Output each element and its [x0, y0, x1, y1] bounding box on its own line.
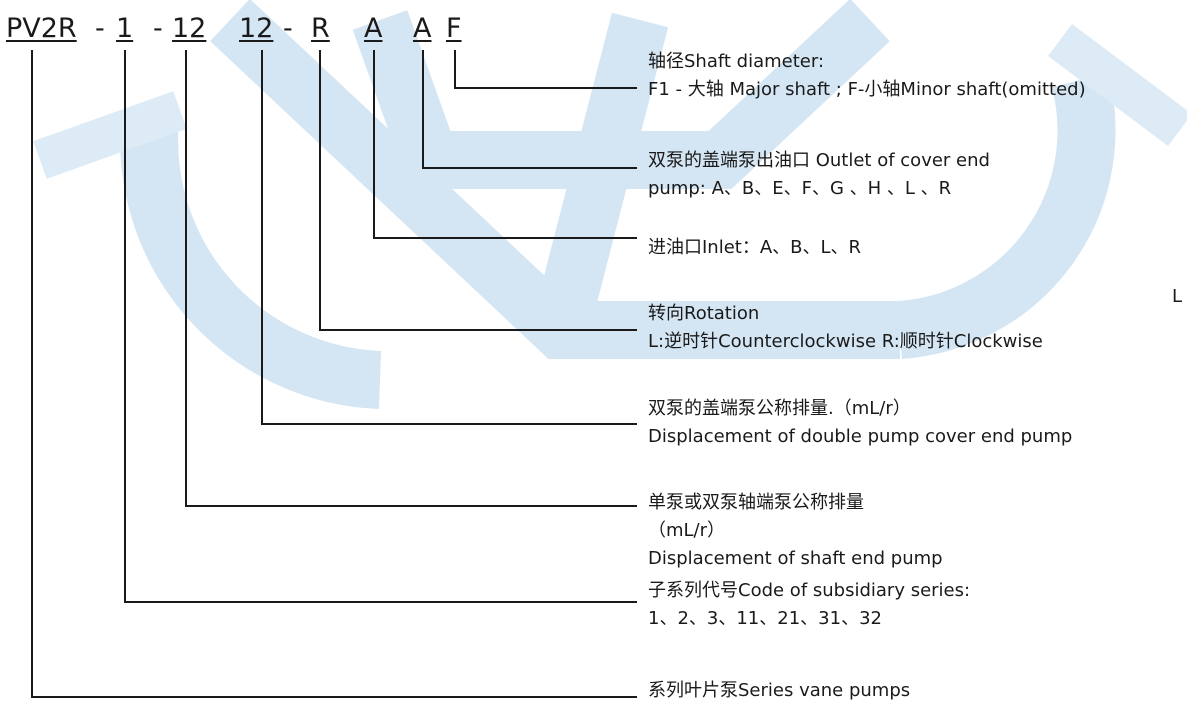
- leader-shaft-diameter: [454, 50, 637, 89]
- code-separator: -: [283, 13, 293, 44]
- desc-shaft-displacement: 单泵或双泵轴端泵公称排量 （mL/r） Displacement of shaf…: [648, 492, 943, 569]
- leader-outlet: [422, 50, 637, 169]
- desc-rotation: 转向Rotation L:逆时针Counterclockwise R:顺时针Cl…: [648, 303, 1043, 352]
- code-shaft-diameter: F: [446, 13, 462, 44]
- leader-inlet: [373, 50, 637, 239]
- leader-cover-displacement: [261, 50, 637, 425]
- code-subseries: 1: [116, 13, 134, 44]
- code-series: PV2R: [6, 13, 77, 44]
- code-separator: -: [153, 13, 163, 44]
- code-cover-displacement: 12: [239, 13, 274, 44]
- leader-rotation: [319, 50, 637, 331]
- leader-series: [31, 50, 637, 698]
- stray-label: L: [1172, 286, 1183, 307]
- leader-subseries: [124, 50, 637, 603]
- code-rotation: R: [311, 13, 330, 44]
- leader-shaft-displacement: [185, 50, 637, 507]
- desc-cover-displacement: 双泵的盖端泵公称排量.（mL/r） Displacement of double…: [648, 398, 1073, 447]
- code-shaft-displacement: 12: [172, 13, 207, 44]
- desc-inlet: 进油口Inlet：A、B、L、R: [648, 237, 862, 258]
- desc-subseries: 子系列代号Code of subsidiary series: 1、2、3、11…: [648, 580, 971, 629]
- desc-outlet: 双泵的盖端泵出油口 Outlet of cover end pump: A、B、…: [648, 150, 990, 199]
- code-separator: -: [95, 13, 105, 44]
- code-inlet: A: [364, 13, 383, 44]
- code-outlet: A: [413, 13, 432, 44]
- desc-series: 系列叶片泵Series vane pumps: [648, 680, 911, 701]
- desc-shaft-diameter: 轴径Shaft diameter: F1 - 大轴 Major shaft ; …: [648, 51, 1086, 100]
